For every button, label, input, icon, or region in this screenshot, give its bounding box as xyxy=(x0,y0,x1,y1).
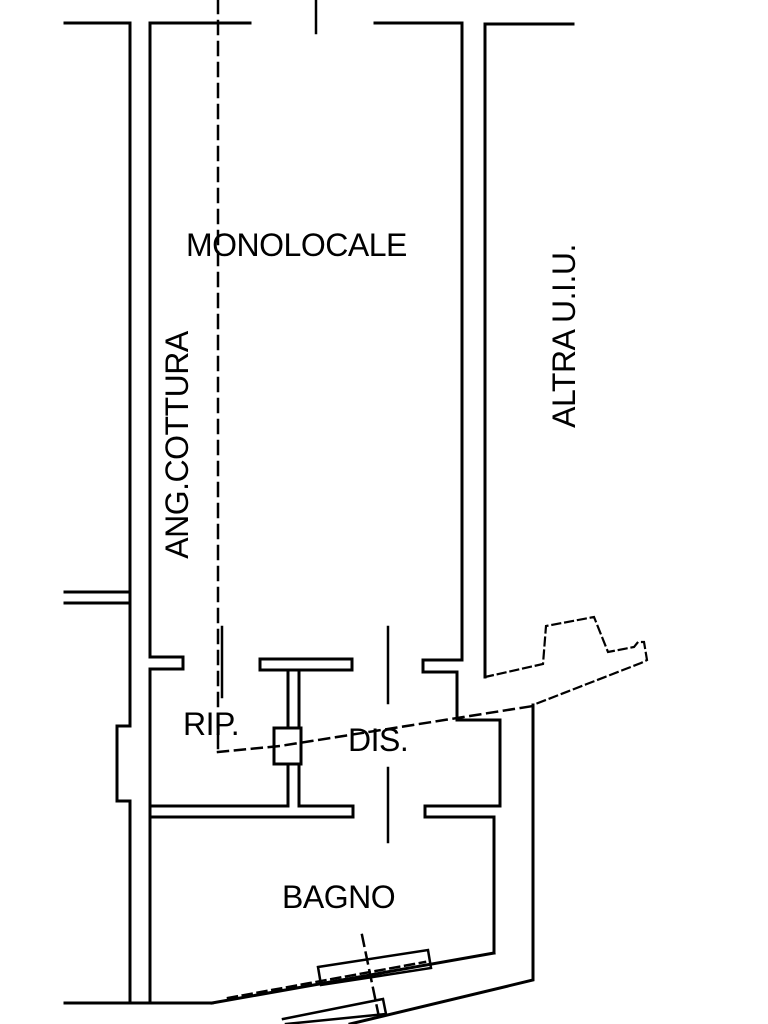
wall-altra-uiu xyxy=(483,22,575,679)
wall-bottom-diagonal-inner xyxy=(210,951,496,1005)
room-label-monolocale: MONOLOCALE xyxy=(186,227,407,263)
wall-monolocale-right xyxy=(373,21,502,808)
room-label-rip: RIP. xyxy=(183,706,240,742)
room-label-ang-cottura: ANG.COTTURA xyxy=(159,331,195,559)
wall-monolocale-left xyxy=(148,21,252,1005)
fixture-step-lower xyxy=(281,997,388,1024)
wall-rip-dis-stem-lower xyxy=(286,762,301,808)
fixture-step-upper xyxy=(316,948,433,987)
wall-rip-dis-bar xyxy=(258,657,354,672)
walls-layer xyxy=(63,0,575,1024)
dashed-path-to-right xyxy=(216,704,535,754)
dashed-outline-upper-right xyxy=(483,615,649,707)
wall-bagno-top-lower xyxy=(148,804,355,819)
wall-rip-dis-stem-upper xyxy=(286,668,301,730)
dashed-lines-layer xyxy=(216,0,649,1024)
dashed-axis-bagno xyxy=(360,933,382,1024)
room-label-bagno: BAGNO xyxy=(282,879,396,915)
door-axis-layer xyxy=(220,625,390,844)
wall-bagno-top-right xyxy=(423,804,502,955)
wall-right-outer xyxy=(348,703,535,1024)
room-label-altra-uiu: ALTRA U.I.U. xyxy=(546,244,582,428)
dashed-diagonal-bottom xyxy=(226,960,427,1000)
room-label-dis: DIS. xyxy=(348,722,409,758)
wall-left-outer xyxy=(63,21,132,1005)
